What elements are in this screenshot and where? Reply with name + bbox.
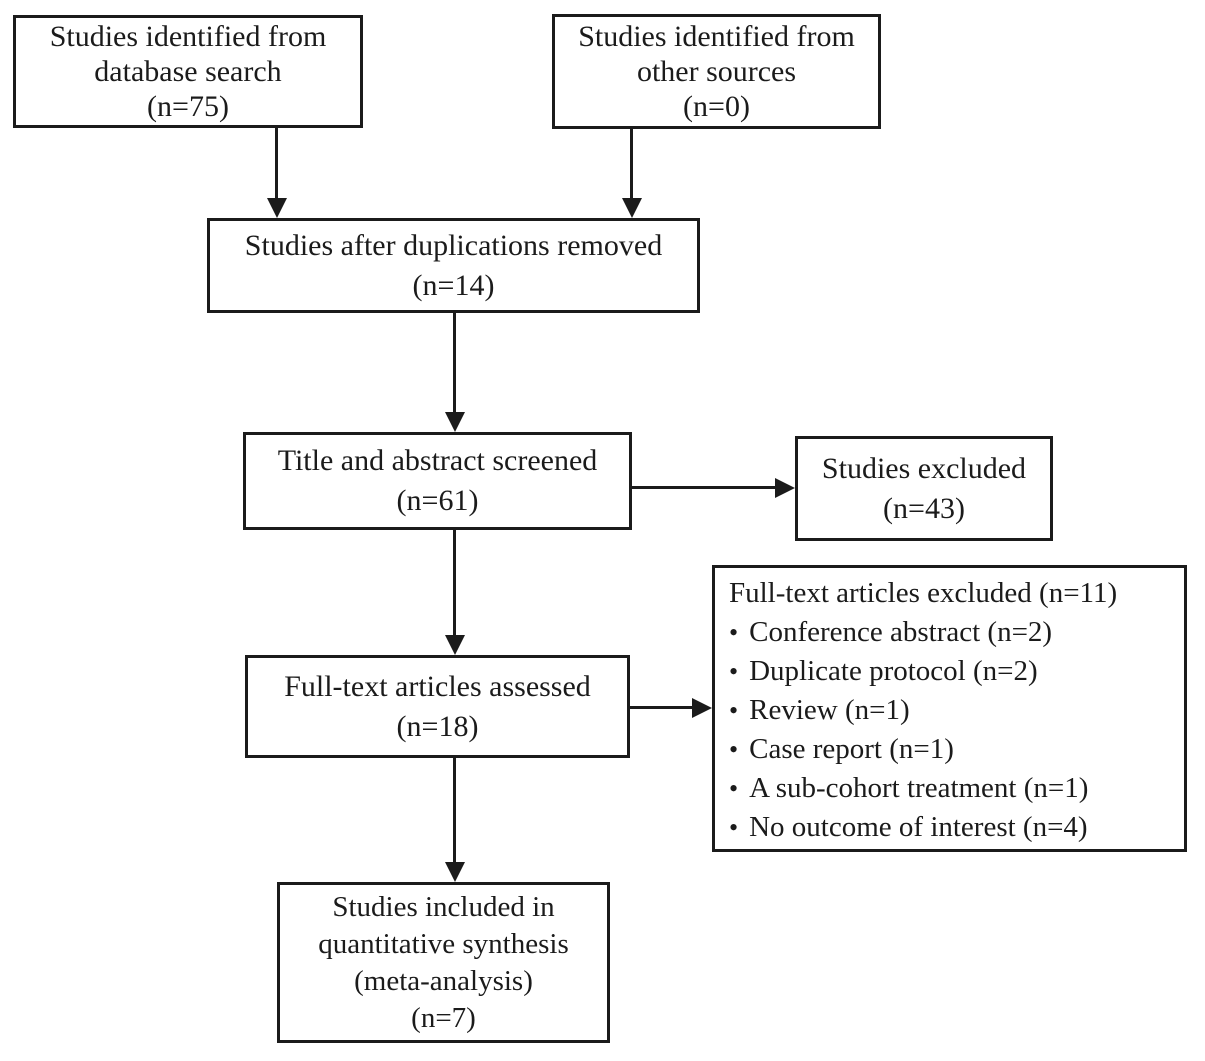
bullet-icon: • bbox=[729, 696, 739, 725]
box-text-line: Studies identified from bbox=[49, 20, 327, 53]
arrow-dedup-to-screened-shaft bbox=[453, 313, 456, 414]
list-item: • Case report (n=1) bbox=[729, 730, 954, 769]
box-text-line: Studies identified from bbox=[578, 20, 855, 53]
box-after-duplications-removed: Studies after duplications removed (n=14… bbox=[207, 218, 700, 313]
box-text-line: Studies included in bbox=[332, 890, 555, 923]
box-text-line: other sources bbox=[636, 55, 797, 88]
bullet-icon: • bbox=[729, 774, 739, 803]
arrowhead-down-icon bbox=[445, 412, 465, 432]
box-studies-included-meta-analysis: Studies included in quantitative synthes… bbox=[277, 882, 610, 1043]
box-count-line: (n=0) bbox=[683, 90, 750, 123]
box-text-line: database search bbox=[94, 55, 282, 88]
arrowhead-down-icon bbox=[267, 198, 287, 218]
box-studies-identified-other-sources: Studies identified from other sources (n… bbox=[552, 14, 881, 129]
arrowhead-right-icon bbox=[775, 478, 795, 498]
list-item-label: Case report (n=1) bbox=[749, 733, 954, 765]
list-item: • A sub-cohort treatment (n=1) bbox=[729, 769, 1088, 808]
box-count-line: (n=75) bbox=[147, 90, 229, 123]
box-studies-excluded: Studies excluded (n=43) bbox=[795, 436, 1053, 541]
arrow-screened-to-assessed-shaft bbox=[453, 530, 456, 637]
box-fulltext-articles-excluded: Full-text articles excluded (n=11) • Con… bbox=[712, 565, 1187, 852]
arrow-db-to-dedup-shaft bbox=[275, 128, 278, 200]
list-item: • No outcome of interest (n=4) bbox=[729, 808, 1088, 847]
box-count-line: (n=61) bbox=[396, 484, 479, 517]
box-text-line: (meta-analysis) bbox=[354, 964, 533, 997]
box-text-line: Studies excluded bbox=[821, 451, 1027, 485]
box-fulltext-articles-assessed: Full-text articles assessed (n=18) bbox=[245, 655, 630, 758]
list-item-label: No outcome of interest (n=4) bbox=[749, 811, 1088, 843]
arrowhead-down-icon bbox=[622, 198, 642, 218]
bullet-icon: • bbox=[729, 735, 739, 764]
bullet-icon: • bbox=[729, 618, 739, 647]
bullet-icon: • bbox=[729, 657, 739, 686]
box-text-line: Full-text articles assessed bbox=[284, 669, 591, 703]
box-text-line: Studies after duplications removed bbox=[244, 228, 663, 262]
arrowhead-down-icon bbox=[445, 635, 465, 655]
box-count-line: (n=14) bbox=[412, 268, 495, 302]
arrow-other-to-dedup-shaft bbox=[630, 129, 633, 200]
box-title-abstract-screened: Title and abstract screened (n=61) bbox=[243, 432, 632, 530]
box-studies-identified-database: Studies identified from database search … bbox=[13, 15, 363, 128]
arrow-screened-to-excluded-shaft bbox=[632, 486, 777, 489]
list-item: • Review (n=1) bbox=[729, 691, 910, 730]
exclusion-list-title: Full-text articles excluded (n=11) bbox=[729, 577, 1118, 609]
box-count-line: (n=18) bbox=[396, 709, 479, 743]
list-item-label: Review (n=1) bbox=[749, 694, 910, 726]
arrow-assessed-to-included-shaft bbox=[453, 758, 456, 864]
bullet-icon: • bbox=[729, 813, 739, 842]
box-text-line: quantitative synthesis bbox=[318, 927, 569, 960]
box-count-line: (n=7) bbox=[411, 1001, 476, 1034]
list-item: • Duplicate protocol (n=2) bbox=[729, 652, 1038, 691]
list-item-label: Duplicate protocol (n=2) bbox=[749, 655, 1038, 687]
arrowhead-down-icon bbox=[445, 862, 465, 882]
arrow-assessed-to-fulltext-excluded-shaft bbox=[630, 706, 694, 709]
arrowhead-right-icon bbox=[692, 698, 712, 718]
list-item-label: Conference abstract (n=2) bbox=[749, 616, 1053, 648]
box-count-line: (n=43) bbox=[883, 491, 965, 525]
list-item-label: A sub-cohort treatment (n=1) bbox=[749, 772, 1089, 804]
list-item: • Conference abstract (n=2) bbox=[729, 613, 1052, 652]
box-text-line: Title and abstract screened bbox=[277, 444, 598, 477]
